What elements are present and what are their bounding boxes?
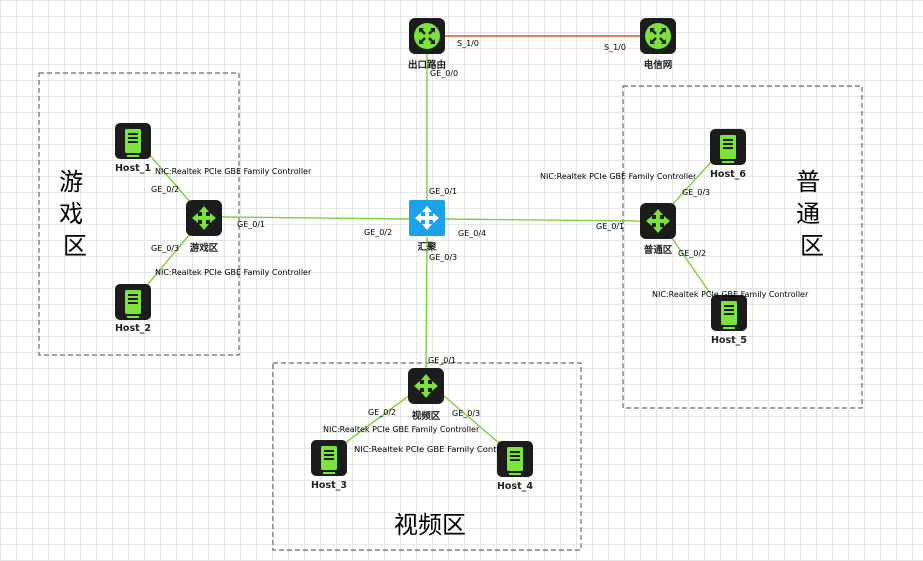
link-core-normal[interactable] <box>444 218 641 222</box>
device-label-host4: Host_4 <box>497 481 533 492</box>
port-label: GE_0/3 <box>682 188 710 197</box>
port-label: GE_0/3 <box>452 409 480 418</box>
link-normal-host6[interactable] <box>671 160 713 206</box>
device-label-game-switch: 游戏区 <box>190 242 219 254</box>
zone-label-normal-line: 区 <box>800 232 824 260</box>
link-core-game[interactable] <box>221 216 410 220</box>
zone-label-video: 视频区 <box>394 511 466 539</box>
device-label-host5: Host_5 <box>711 335 747 346</box>
pc-icon[interactable] <box>497 441 533 477</box>
device-label-core: 汇聚 <box>417 241 437 253</box>
l3-switch-icon[interactable] <box>640 203 676 239</box>
l3-switch-icon[interactable] <box>408 368 444 404</box>
nic-label: NIC:Realtek PCIe GBE Family Controller <box>155 167 312 176</box>
device-label-video-switch: 视频区 <box>412 410 441 422</box>
pc-icon[interactable] <box>115 123 151 159</box>
zone-box-game <box>38 72 240 356</box>
nic-label: NIC:Realtek PCIe GBE Family Controller <box>155 268 312 277</box>
port-label: GE_0/2 <box>678 249 706 258</box>
port-label: GE_0/4 <box>458 229 486 238</box>
port-label: GE_0/3 <box>429 253 457 262</box>
zone-box-video <box>272 362 582 551</box>
link-video-host3[interactable] <box>344 394 411 444</box>
zone-label-game-line: 戏 <box>59 200 83 228</box>
zone-label-normal-line: 通 <box>796 200 820 228</box>
device-label-host6: Host_6 <box>710 169 746 180</box>
l3-switch-icon[interactable] <box>186 200 222 236</box>
zone-label-normal-line: 普 <box>796 168 820 196</box>
port-label: GE_0/2 <box>151 185 179 194</box>
router-icon[interactable] <box>638 16 678 56</box>
zone-box-normal <box>622 85 863 409</box>
pc-icon[interactable] <box>115 284 151 320</box>
nic-label: NIC:Realtek PCIe GBE Family Controller <box>323 425 480 434</box>
device-label-host1: Host_1 <box>115 163 151 174</box>
zone-label-game: 游 戏 区 <box>59 168 91 260</box>
device-label-telecom: 电信网 <box>644 59 673 71</box>
link-game-host1[interactable] <box>147 152 191 203</box>
device-label-exit-router: 出口路由 <box>408 59 446 71</box>
zone-label-normal: 普 通 区 <box>796 168 828 260</box>
nic-label: NIC:Realtek PCIe GBE Family Controller <box>540 172 697 181</box>
device-label-host2: Host_2 <box>115 323 151 334</box>
device-label-host3: Host_3 <box>311 480 347 491</box>
port-label: GE_0/1 <box>428 356 456 365</box>
link-video-host4[interactable] <box>442 394 500 444</box>
port-label: GE_0/2 <box>364 228 392 237</box>
pc-icon[interactable] <box>311 440 347 476</box>
link-core-video[interactable] <box>425 236 428 370</box>
pc-icon[interactable] <box>711 295 747 331</box>
port-label: GE_0/0 <box>430 69 458 78</box>
device-label-normal-switch: 普通区 <box>644 244 673 256</box>
nic-label: NIC:Realtek PCIe GBE Family Contr <box>354 445 501 454</box>
l3-switch-icon[interactable] <box>409 200 445 236</box>
port-label: GE_0/1 <box>596 222 624 231</box>
port-label: S_1/0 <box>604 43 626 52</box>
nic-label: NIC:Realtek PCIe GBE Family Controller <box>652 290 809 299</box>
port-label: GE_0/3 <box>151 244 179 253</box>
pc-icon[interactable] <box>710 129 746 165</box>
port-label: GE_0/1 <box>429 187 457 196</box>
port-label: S_1/0 <box>457 39 479 48</box>
zone-label-game-line: 游 <box>59 168 83 196</box>
link-normal-host5[interactable] <box>671 237 713 297</box>
zone-label-game-line: 区 <box>63 232 87 260</box>
router-icon[interactable] <box>407 16 447 56</box>
link-game-host2[interactable] <box>147 233 191 285</box>
port-label: GE_0/1 <box>237 220 265 229</box>
port-label: GE_0/2 <box>368 408 396 417</box>
